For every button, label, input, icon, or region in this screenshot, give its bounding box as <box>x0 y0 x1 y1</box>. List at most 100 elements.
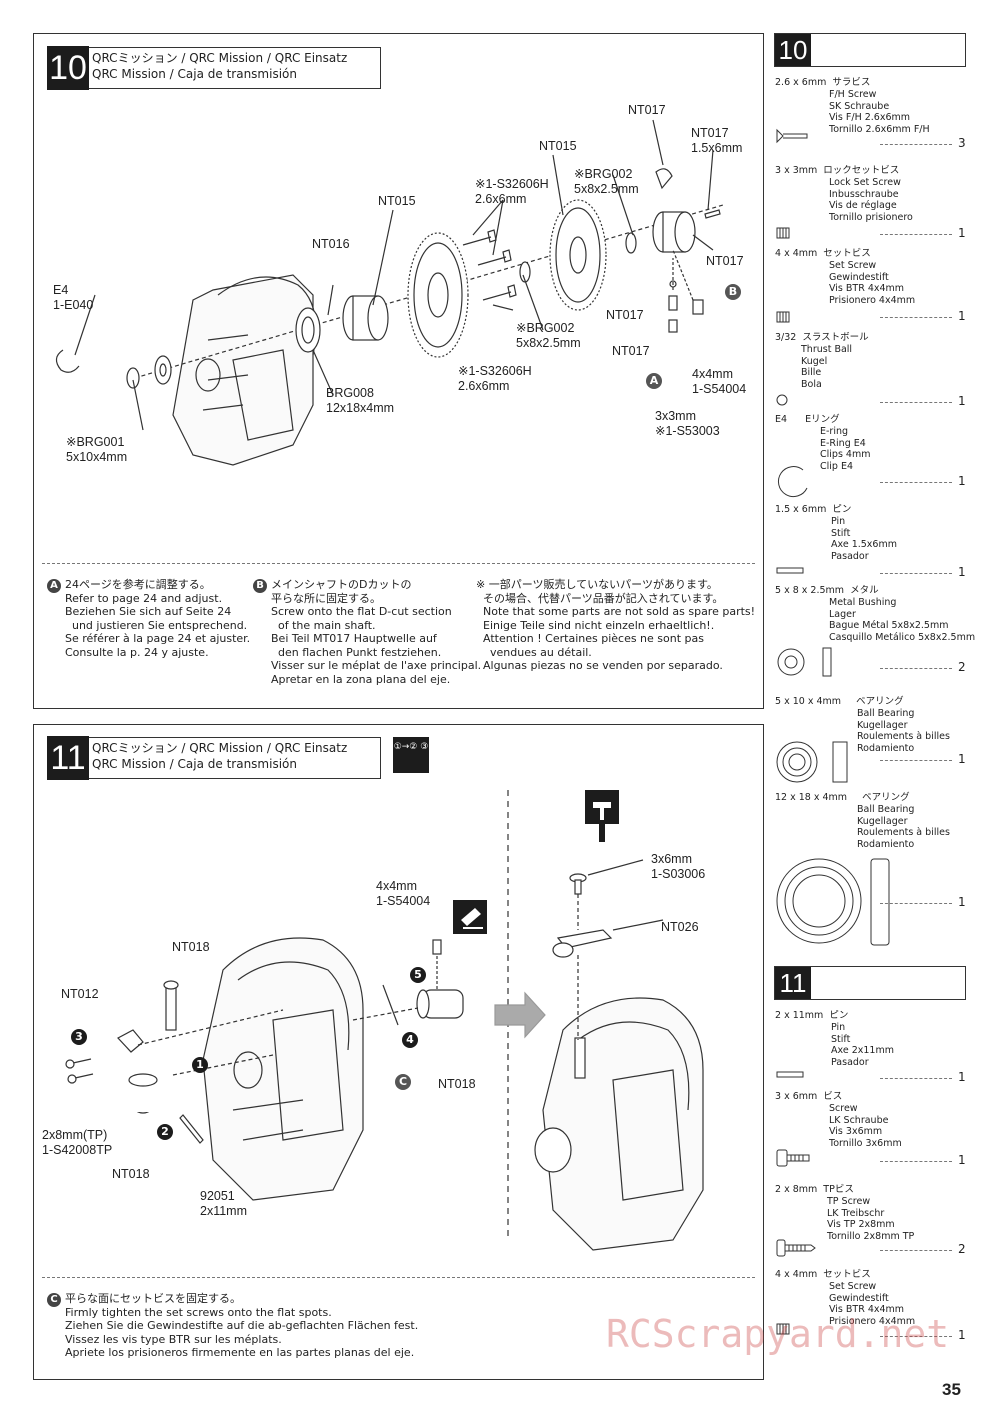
part-size: 3/32 スラストボール <box>775 332 869 343</box>
note-b-badge: B <box>253 579 267 593</box>
step11-notes-divider <box>42 1277 755 1278</box>
part-quantity: 1 <box>958 752 966 766</box>
label-nt016: NT016 <box>312 237 350 251</box>
part-quantity: 2 <box>958 660 966 674</box>
part-quantity: 1 <box>958 226 966 240</box>
part-quantity: 1 <box>958 895 966 909</box>
label-brg008: BRG008 12x18x4mm <box>326 386 395 415</box>
step10-title: QRCミッション / QRC Mission / QRC Einsatz QRC… <box>47 47 381 89</box>
step10-title-line1: QRCミッション / QRC Mission / QRC Einsatz <box>92 51 348 65</box>
part-names: Metal Bushing Lager Bague Métal 5x8x2.5m… <box>829 597 976 643</box>
part-size: 3 x 3mm ロックセットビス <box>775 165 900 176</box>
step11-title-line2: QRC Mission / Caja de transmisión <box>92 757 297 771</box>
part-names: Lock Set Screw Inbusschraube Vis de régl… <box>829 177 913 223</box>
step-marker-4: 4 <box>402 1032 418 1048</box>
label-set-screw-4x4: 4x4mm 1-S54004 <box>692 367 747 396</box>
label-nt017-right2: NT017 <box>706 254 744 268</box>
part-size: 4 x 4mm セットビス <box>775 248 871 259</box>
part-size: 5 x 10 x 4mm ベアリング <box>775 696 904 707</box>
step10-panel <box>33 33 764 709</box>
label-screw-2x8: 2x8mm(TP) 1-S42008TP <box>42 1128 113 1157</box>
part-size: 5 x 8 x 2.5mm メタル <box>775 585 879 596</box>
part-names: Ball Bearing Kugellager Roulements à bil… <box>857 804 950 850</box>
label-nt018-top: NT018 <box>172 940 210 954</box>
quantity-leader <box>880 760 952 761</box>
part-size: E4 Eリング <box>775 414 840 425</box>
part-quantity: 1 <box>958 309 966 323</box>
step11-title-line1: QRCミッション / QRC Mission / QRC Einsatz <box>92 741 348 755</box>
part-names: TP Screw LK Treibschr Vis TP 2x8mm Torni… <box>827 1196 915 1242</box>
part-quantity: 3 <box>958 136 966 150</box>
step-marker-3: 3 <box>71 1029 87 1045</box>
label-nt026: NT026 <box>661 920 699 934</box>
note-spare-parts: ※ 一部パーツ販売していないパーツがあります。 その場合、代替パーツ品番が記入さ… <box>476 578 756 672</box>
thread-lock-icon <box>453 900 487 934</box>
label-screw-top: ※1-S32606H 2.6x6mm <box>475 177 549 206</box>
part-quantity: 1 <box>958 1153 966 1167</box>
step-marker-2: 2 <box>157 1124 173 1140</box>
marker-b: B <box>725 284 741 300</box>
quantity-leader <box>880 1336 952 1337</box>
step11-assembly-diagram <box>65 790 704 1251</box>
label-screw-bot: ※1-S32606H 2.6x6mm <box>458 364 532 393</box>
part-names: Set Screw Gewindestift Vis BTR 4x4mm Pri… <box>829 260 916 306</box>
part-size: 2 x 8mm TPビス <box>775 1184 854 1195</box>
part-size: 4 x 4mm セットビス <box>775 1269 871 1280</box>
part-names: Screw LK Schraube Vis 3x6mm Tornillo 3x6… <box>829 1103 902 1149</box>
label-brg002-bot: ※BRG002 5x8x2.5mm <box>516 321 581 350</box>
label-nt017-pin: NT017 1.5x6mm <box>691 126 743 155</box>
order-sequence-icon: ①→② ③ <box>393 737 429 773</box>
part-size: 2.6 x 6mm サラビス <box>775 77 871 88</box>
quantity-leader <box>880 317 952 318</box>
part-names: F/H Screw SK Schraube Vis F/H 2.6x6mm To… <box>829 89 930 135</box>
part-names: Ball Bearing Kugellager Roulements à bil… <box>857 708 950 754</box>
step10-notes-divider <box>42 563 755 564</box>
step10-exploded-diagram <box>55 119 724 466</box>
quantity-leader <box>880 573 952 574</box>
step11-title: QRCミッション / QRC Mission / QRC Einsatz QRC… <box>47 737 381 779</box>
quantity-leader <box>880 1078 952 1079</box>
label-nt018-bot: NT018 <box>112 1167 150 1181</box>
sidebar11-number: 11 <box>775 967 811 999</box>
label-brg002-top: ※BRG002 5x8x2.5mm <box>574 167 639 196</box>
part-names: E-ring E-Ring E4 Clips 4mm Clip E4 <box>820 426 871 472</box>
screwdriver-icon <box>585 790 619 842</box>
quantity-leader <box>880 402 952 403</box>
step-marker-1: 1 <box>192 1057 208 1073</box>
step11-panel <box>33 724 764 1380</box>
step10-number: 10 <box>47 46 89 90</box>
sidebar11-header <box>774 966 966 1000</box>
label-set-screw-3x3: 3x3mm ※1-S53003 <box>655 409 720 438</box>
part-quantity: 1 <box>958 1070 966 1084</box>
label-nt017-top: NT017 <box>628 103 666 117</box>
label-nt017-mid: NT017 <box>606 308 644 322</box>
part-size: 3 x 6mm ビス <box>775 1091 843 1102</box>
part-names: Set Screw Gewindestift Vis BTR 4x4mm Pri… <box>829 1281 916 1327</box>
quantity-leader <box>880 668 952 669</box>
part-size: 1.5 x 6mm ピン <box>775 504 852 515</box>
note-a-badge: A <box>47 579 61 593</box>
label-nt015-b: NT015 <box>378 194 416 208</box>
watermark: RCScrapyard.net <box>606 1312 950 1356</box>
quantity-leader <box>880 234 952 235</box>
part-quantity: 1 <box>958 474 966 488</box>
note-c-text: 平らな面にセットビスを固定する。 Firmly tighten the set … <box>65 1292 419 1359</box>
label-brg001: ※BRG001 5x10x4mm <box>66 435 128 464</box>
part-size: 12 x 18 x 4mm ベアリング <box>775 792 910 803</box>
sidebar10-number: 10 <box>775 34 811 66</box>
label-pin-92051: 92051 2x11mm <box>200 1189 248 1218</box>
part-quantity: 1 <box>958 394 966 408</box>
label-e4: E4 1-E040 <box>53 283 94 312</box>
part-quantity: 1 <box>958 1328 966 1342</box>
part-quantity: 2 <box>958 1242 966 1256</box>
note-c-badge: C <box>47 1293 61 1307</box>
part-names: Thrust Ball Kugel Bille Bola <box>801 344 853 390</box>
label-nt017-mid2: NT017 <box>612 344 650 358</box>
quantity-leader <box>880 1161 952 1162</box>
sidebar10-header <box>774 33 966 67</box>
label-nt018-right: NT018 <box>438 1077 476 1091</box>
step-marker-5: 5 <box>410 967 426 983</box>
quantity-leader <box>880 903 952 904</box>
page-number: 35 <box>942 1380 961 1399</box>
part-quantity: 1 <box>958 565 966 579</box>
